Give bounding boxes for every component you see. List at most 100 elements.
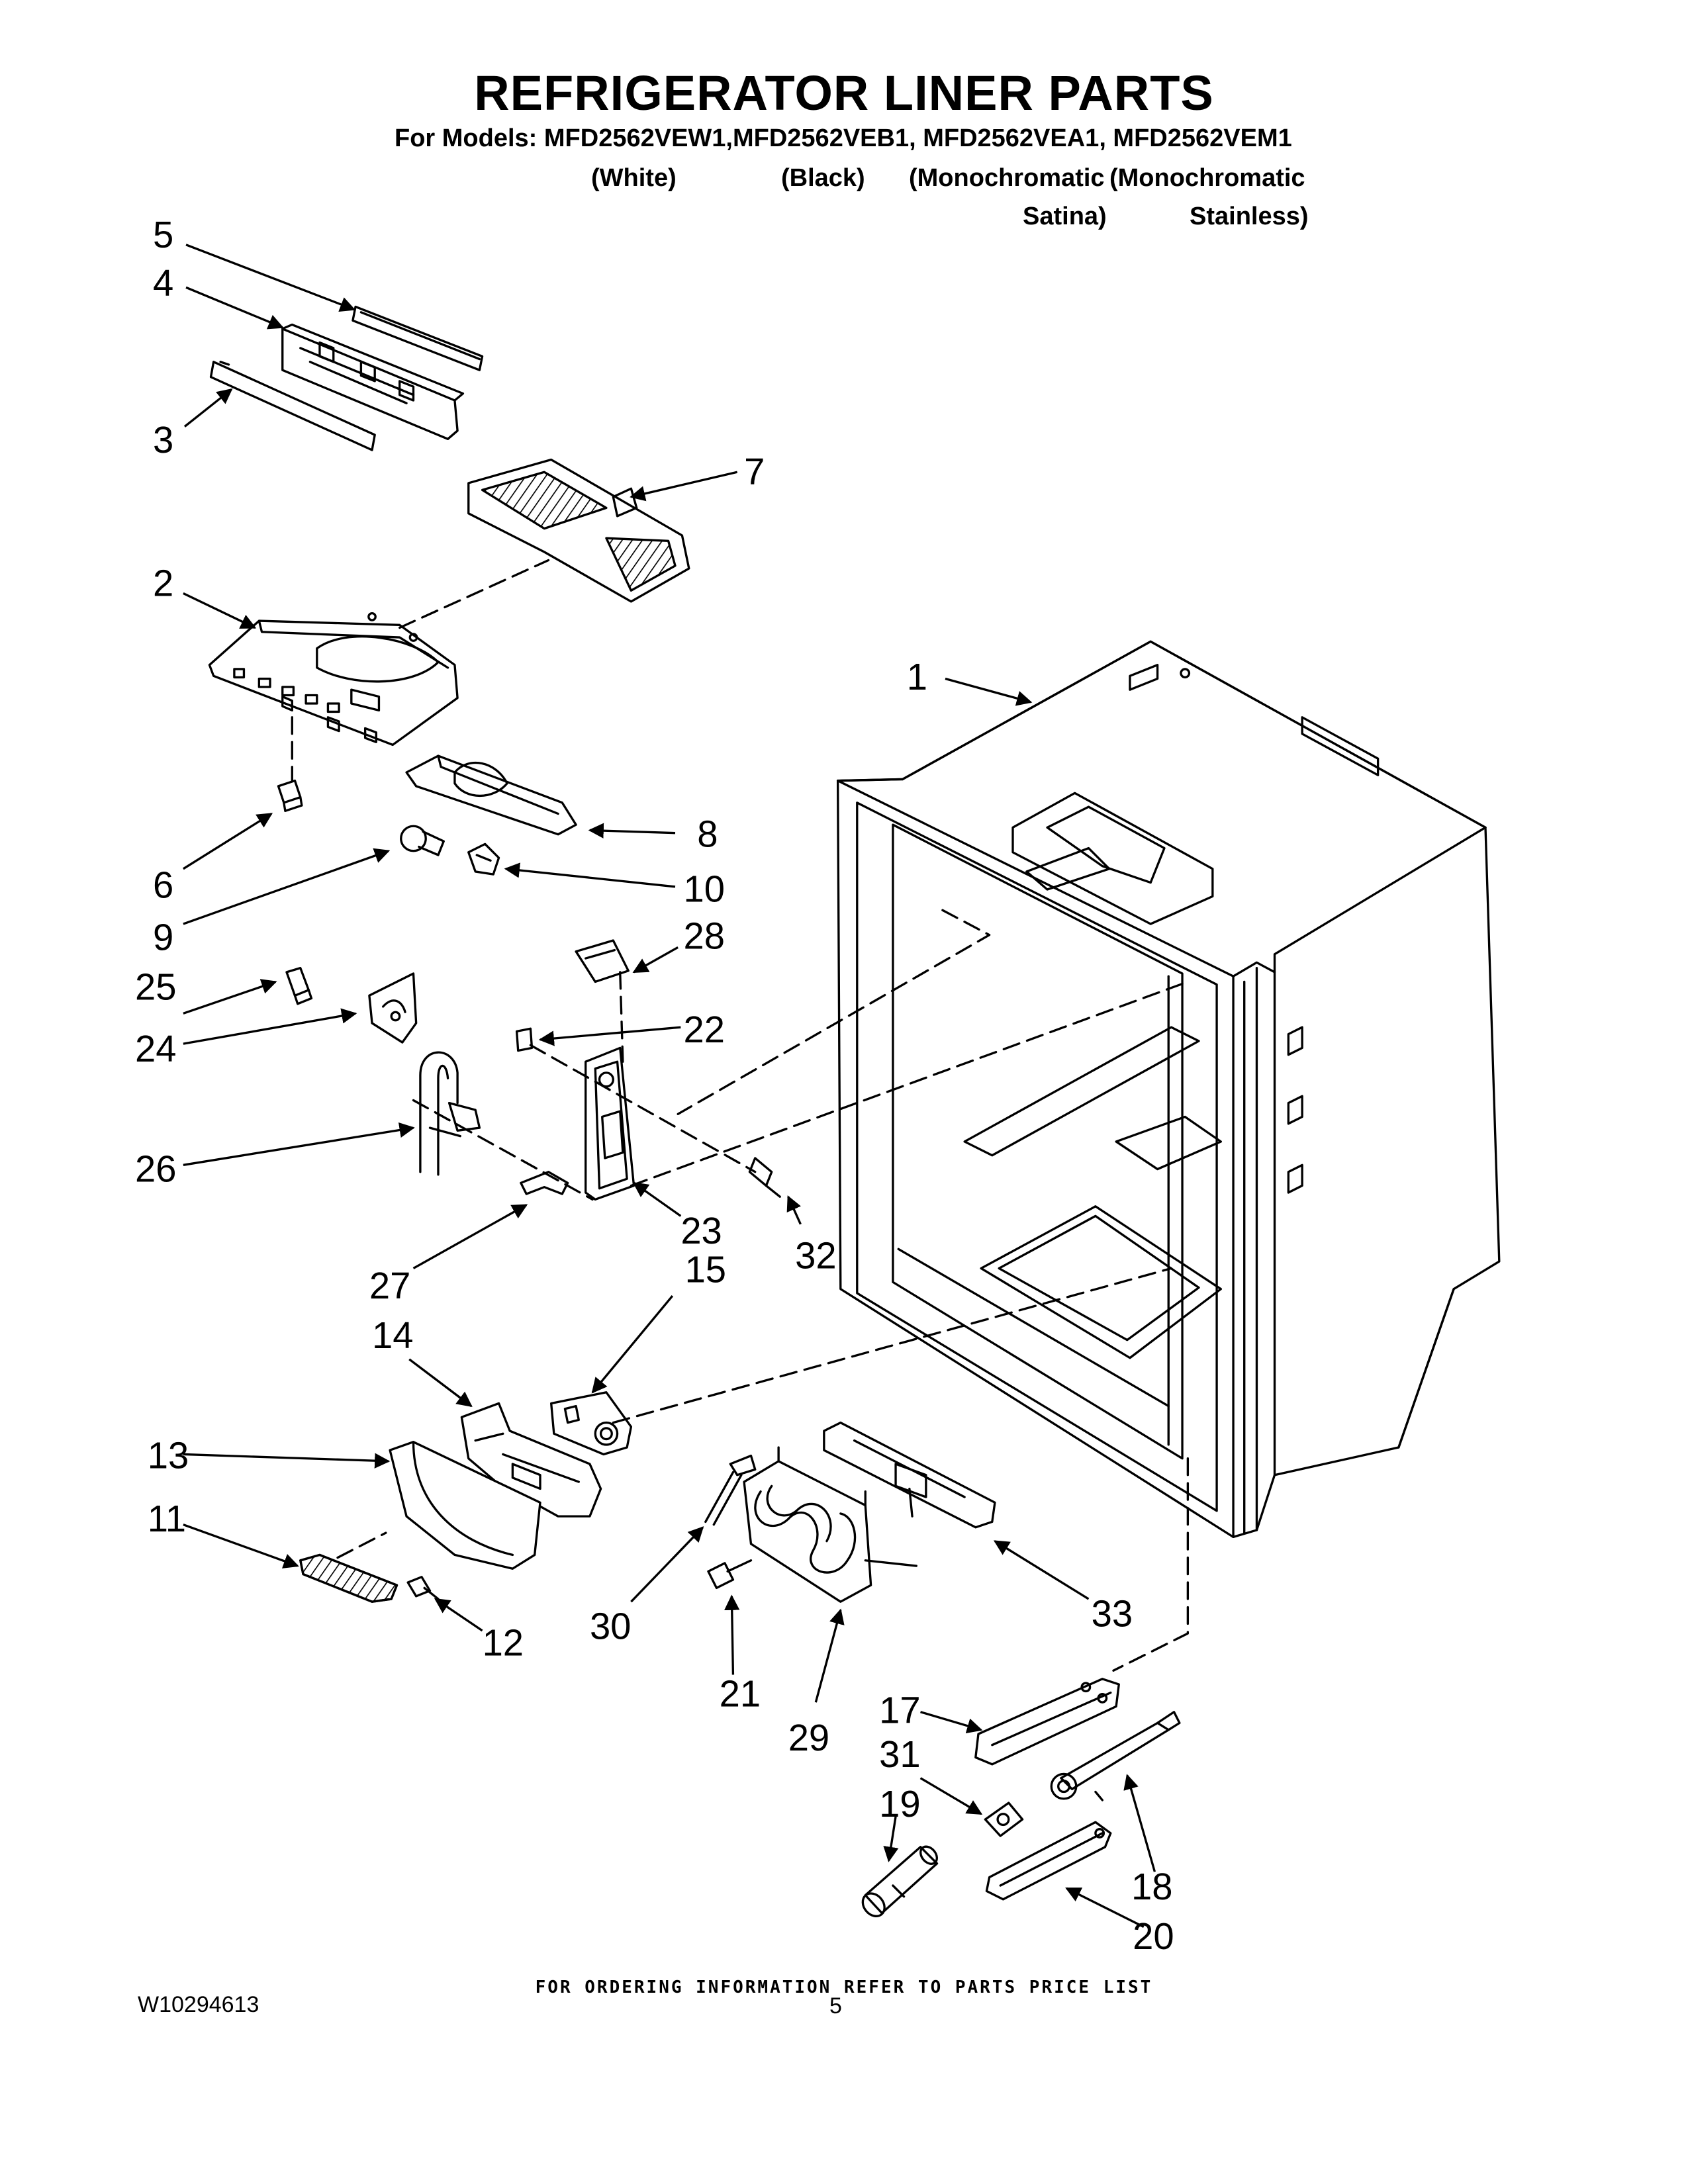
assembly-dashed-lines — [291, 559, 1190, 1672]
part-20-filter-cover — [985, 1821, 1112, 1901]
part-10-socket — [467, 842, 500, 876]
ordering-note: FOR ORDERING INFORMATION REFER TO PARTS … — [535, 1978, 1153, 1997]
leader-26 — [183, 1122, 415, 1166]
part-2-light-housing — [208, 612, 459, 747]
page-number: 5 — [829, 1993, 842, 2019]
part-5-bracket — [352, 305, 484, 371]
leader-5 — [185, 244, 356, 312]
callout-4: 4 — [153, 262, 173, 304]
callout-10: 10 — [683, 868, 725, 910]
part-19-water-filter — [861, 1845, 939, 1917]
callout-5: 5 — [153, 214, 173, 255]
part-22-clip — [515, 1027, 534, 1052]
part-12-screw — [406, 1576, 440, 1600]
leader-6 — [182, 813, 273, 870]
document-number: W10294613 — [138, 1992, 259, 2017]
variant-white: (White) — [591, 164, 677, 192]
leader-20 — [1065, 1887, 1145, 1928]
callout-27: 27 — [369, 1265, 411, 1306]
callout-12: 12 — [483, 1621, 524, 1663]
part-23-dispenser-housing — [585, 1046, 635, 1201]
leader-19 — [883, 1816, 899, 1862]
refrigerator-liner — [836, 640, 1501, 1539]
leader-25 — [183, 979, 277, 1015]
leader-32 — [786, 1195, 802, 1225]
part-9-bulb — [400, 825, 445, 856]
part-17-filter-bracket — [974, 1678, 1120, 1766]
part-8-light-shield — [405, 754, 577, 836]
variant-satina-line2: Satina) — [1023, 203, 1107, 230]
callout-29: 29 — [788, 1717, 830, 1758]
leader-17 — [920, 1711, 983, 1734]
callout-33: 33 — [1092, 1593, 1133, 1635]
leader-2 — [183, 592, 257, 629]
part-24-bracket — [368, 972, 418, 1044]
leader-22 — [538, 1026, 681, 1046]
leader-30 — [630, 1526, 704, 1603]
variant-black: (Black) — [781, 164, 865, 192]
leader-33 — [993, 1540, 1090, 1600]
variant-satina-line1: (Monochromatic — [909, 164, 1105, 192]
part-15-valve — [549, 1391, 633, 1456]
callout-30: 30 — [590, 1605, 632, 1647]
part-14-paddle-housing — [460, 1402, 602, 1518]
callout-21: 21 — [720, 1672, 761, 1714]
leader-3 — [183, 388, 233, 428]
leader-27 — [412, 1204, 528, 1269]
leader-8 — [588, 823, 676, 839]
callout-8: 8 — [697, 813, 718, 854]
part-26-water-tube — [419, 1051, 481, 1176]
leader-15 — [591, 1295, 674, 1394]
part-18-filter-housing — [1050, 1711, 1181, 1801]
part-3-trim-strip — [209, 361, 376, 451]
part-11-grille — [299, 1553, 399, 1603]
callout-22: 22 — [683, 1009, 725, 1050]
leader-14 — [408, 1358, 473, 1408]
leader-21 — [724, 1594, 740, 1675]
callout-25: 25 — [135, 966, 177, 1008]
callout-32: 32 — [795, 1234, 837, 1276]
leader-13 — [183, 1453, 391, 1469]
callout-19: 19 — [879, 1783, 921, 1825]
part-4-control-housing — [281, 323, 465, 440]
part-13-dispenser-cover — [389, 1441, 541, 1570]
callout-9: 9 — [153, 917, 173, 958]
leader-31 — [919, 1777, 983, 1815]
part-29-heater-coil — [743, 1446, 917, 1603]
callout-1: 1 — [907, 656, 927, 698]
callout-11: 11 — [148, 1498, 186, 1539]
part-27-clip — [520, 1171, 569, 1195]
leader-28 — [632, 946, 679, 974]
callout-leaders — [182, 244, 1156, 1928]
callout-2: 2 — [153, 563, 173, 604]
variant-stainless-line2: Stainless) — [1190, 203, 1309, 230]
callout-18: 18 — [1131, 1866, 1173, 1907]
leader-18 — [1123, 1774, 1156, 1872]
callout-15: 15 — [685, 1248, 727, 1290]
part-30-thermistor — [704, 1454, 757, 1526]
leader-1 — [945, 677, 1033, 706]
part-33-bracket — [823, 1421, 996, 1529]
leader-4 — [185, 286, 284, 330]
callout-7: 7 — [744, 451, 765, 492]
callout-17: 17 — [879, 1689, 921, 1731]
part-25-switch — [285, 966, 313, 1005]
part-32-screw — [748, 1157, 781, 1198]
part-7-air-diffuser — [467, 458, 690, 603]
callout-28: 28 — [683, 915, 725, 957]
part-21-screw — [707, 1559, 753, 1590]
models-line: For Models: MFD2562VEW1,MFD2562VEB1, MFD… — [395, 124, 1292, 152]
callout-3: 3 — [153, 419, 173, 461]
leader-9 — [183, 848, 391, 925]
part-6-switch — [277, 779, 303, 813]
callout-26: 26 — [135, 1148, 177, 1189]
leader-23 — [632, 1182, 682, 1217]
leader-12 — [434, 1598, 483, 1632]
callout-6: 6 — [153, 864, 173, 905]
leader-24 — [183, 1008, 357, 1045]
part-31-fitting — [984, 1801, 1024, 1837]
leader-10 — [504, 862, 676, 888]
callout-23: 23 — [680, 1210, 722, 1251]
